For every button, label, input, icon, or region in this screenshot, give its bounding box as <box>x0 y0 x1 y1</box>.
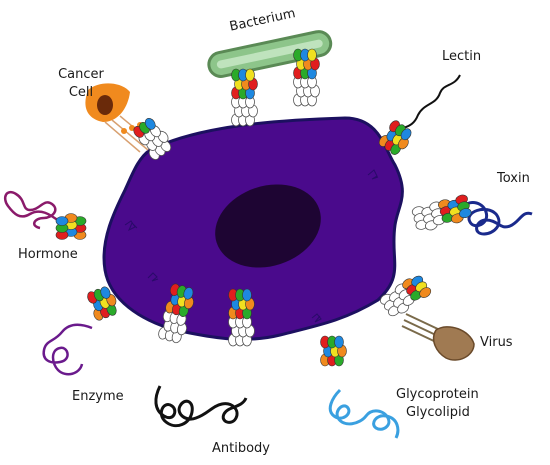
antibody-label: Antibody <box>212 441 270 456</box>
glycan-chains <box>55 48 472 367</box>
glyco-coil <box>328 388 400 439</box>
hormone-label: Hormone <box>18 247 78 262</box>
glycan-unit <box>183 287 194 300</box>
glycan-unit <box>400 128 412 141</box>
glycan-cluster <box>378 120 412 155</box>
glycan-cluster <box>293 48 320 107</box>
organelles <box>124 169 379 323</box>
antibody-strand <box>154 385 248 428</box>
glycan-cluster <box>380 275 432 317</box>
glycan-unit <box>55 216 69 226</box>
bacterium <box>207 30 333 78</box>
glycan-unit <box>419 287 432 298</box>
cancer-cell-label-line1: Cancer <box>58 67 104 82</box>
glycan-cluster <box>133 118 172 160</box>
toxin-coil <box>456 201 533 236</box>
glycan-cluster <box>87 286 117 321</box>
hormone-coil <box>4 190 61 230</box>
nucleus <box>215 184 321 268</box>
enzyme-coil <box>42 323 93 376</box>
glycolipid-label: Glycolipid <box>406 405 470 420</box>
glycan-cluster <box>320 335 347 367</box>
cancer-cell-label-line2: Cell <box>68 85 94 100</box>
glycan-cluster <box>55 213 87 240</box>
lectin-strand <box>391 74 461 136</box>
toxin-label: Toxin <box>497 171 530 186</box>
glycan-cluster <box>228 288 255 347</box>
virus-label: Virus <box>480 335 513 350</box>
virus <box>401 313 475 361</box>
lectin-label: Lectin <box>442 49 482 64</box>
glycan-unit <box>245 68 255 82</box>
glycan-cluster <box>411 194 472 231</box>
glycan-unit <box>144 118 156 130</box>
glycan-unit <box>459 208 472 219</box>
glycoprotein-label: Glycoprotein <box>396 387 479 402</box>
glycan-unit <box>242 288 252 302</box>
enzyme-label: Enzyme <box>72 389 124 404</box>
glycan-unit <box>334 335 344 349</box>
glycan-cluster <box>158 283 194 344</box>
glycan-unit <box>307 48 317 62</box>
glycan-cluster <box>231 68 258 127</box>
glycan-unit <box>100 286 111 299</box>
